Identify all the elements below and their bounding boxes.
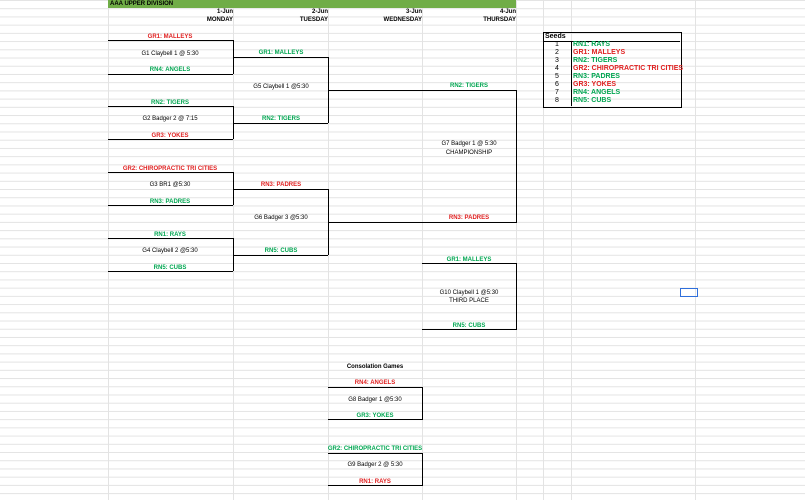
bracket-connector	[422, 453, 423, 486]
sheet-title: AAA UPPER DIVISION	[110, 1, 174, 7]
g5-game-info: G5 Claybell 1 @5:30	[253, 84, 309, 90]
seed-number: 1	[555, 41, 559, 48]
seed-team: RN5: CUBS	[573, 97, 612, 104]
seeds-table	[543, 32, 682, 108]
bracket-line	[108, 74, 233, 75]
g2-game-info: G2 Badger 2 @ 7:15	[142, 116, 198, 122]
g9-bottom-team: RN1: RAYS	[359, 479, 391, 485]
g5-bottom-team: RN2: TIGERS	[261, 116, 301, 122]
bracket-line	[108, 172, 233, 173]
bracket-line	[108, 205, 233, 206]
bracket-connector	[516, 90, 517, 223]
bracket-line	[108, 106, 233, 107]
column-divider	[543, 0, 544, 500]
seed-number: 7	[555, 89, 559, 96]
day-4-date: 4-Jun	[499, 9, 516, 15]
bracket-line	[233, 57, 328, 58]
g3-top-team: GR2: CHIROPRACTIC TRI CITIES	[122, 166, 218, 172]
seed-team: RN1: RAYS	[573, 41, 611, 48]
bracket-connector	[233, 106, 234, 139]
column-divider	[108, 0, 109, 500]
final-game-info: G7 Badger 1 @ 5:30	[441, 141, 497, 147]
bracket-line	[108, 238, 233, 239]
bracket-line	[328, 222, 517, 223]
bracket-line	[328, 90, 517, 91]
g1-top-team: GR1: MALLEYS	[147, 34, 193, 40]
third-game-info: G10 Claybell 1 @5:30	[439, 290, 499, 296]
g8-bottom-team: GR3: YOKES	[356, 413, 394, 419]
g9-game-info: G9 Badger 2 @ 5:30	[347, 462, 403, 468]
final-bottom-team: RN3: PADRES	[448, 215, 490, 221]
day-3-name: WEDNESDAY	[383, 17, 422, 23]
day-1-name: MONDAY	[206, 17, 233, 23]
bracket-line	[108, 271, 233, 272]
seeds-divider	[543, 41, 680, 42]
title-band	[108, 0, 516, 8]
bracket-line	[422, 263, 517, 264]
seed-team: GR2: CHIROPRACTIC TRI CITIES	[573, 65, 684, 72]
bracket-connector	[516, 263, 517, 330]
g9-top-team: GR2: CHIROPRACTIC TRI CITIES	[327, 446, 423, 452]
consolation-title: Consolation Games	[346, 364, 404, 370]
column-divider	[695, 0, 696, 500]
seed-team: RN2: TIGERS	[573, 57, 618, 64]
column-divider	[516, 0, 517, 500]
final-label: CHAMPIONSHIP	[445, 150, 493, 156]
bracket-line	[422, 329, 517, 330]
g6-game-info: G6 Badger 3 @5:30	[254, 215, 308, 221]
bracket-line	[233, 123, 328, 124]
bracket-connector	[233, 238, 234, 271]
selected-cell[interactable]	[680, 288, 698, 297]
seed-number: 6	[555, 81, 559, 88]
bracket-line	[328, 453, 423, 454]
bracket-connector	[422, 387, 423, 420]
bracket-line	[233, 255, 328, 256]
g1-game-info: G1 Claybell 1 @ 5:30	[141, 51, 199, 57]
seed-number: 3	[555, 57, 559, 64]
seed-number: 2	[555, 49, 559, 56]
day-1-date: 1-Jun	[216, 9, 233, 15]
g6-top-team: RN3: PADRES	[260, 182, 302, 188]
seed-team: RN3: PADRES	[573, 73, 620, 80]
bracket-line	[328, 485, 423, 486]
column-divider	[571, 0, 572, 500]
final-top-team: RN2: TIGERS	[449, 83, 489, 89]
seed-team: RN4: ANGELS	[573, 89, 621, 96]
third-top-team: GR1: MALLEYS	[446, 257, 492, 263]
column-divider	[422, 0, 423, 500]
g4-top-team: RN1: RAYS	[154, 232, 186, 238]
g5-top-team: GR1: MALLEYS	[258, 50, 304, 56]
bracket-line	[328, 419, 423, 420]
g4-bottom-team: RN5: CUBS	[153, 265, 187, 271]
day-3-date: 3-Jun	[405, 9, 422, 15]
seed-number: 8	[555, 97, 559, 104]
g6-bottom-team: RN5: CUBS	[264, 248, 298, 254]
g8-top-team: RN4: ANGELS	[354, 380, 396, 386]
seeds-title: Seeds	[545, 33, 566, 40]
bracket-line	[233, 189, 328, 190]
day-4-name: THURSDAY	[483, 17, 516, 23]
bracket-line	[108, 139, 233, 140]
g8-game-info: G8 Badger 1 @5:30	[348, 397, 402, 403]
bracket-line	[328, 387, 423, 388]
seed-number: 5	[555, 73, 559, 80]
g1-bottom-team: RN4: ANGELS	[149, 67, 191, 73]
seed-team: GR1: MALLEYS	[573, 49, 626, 56]
seed-number: 4	[555, 65, 559, 72]
g2-top-team: RN2: TIGERS	[150, 100, 190, 106]
g3-bottom-team: RN3: PADRES	[149, 199, 191, 205]
bracket-connector	[233, 172, 234, 205]
day-2-date: 2-Jun	[311, 9, 328, 15]
third-bottom-team: RN5: CUBS	[452, 323, 486, 329]
seeds-divider	[571, 41, 572, 106]
g3-game-info: G3 BR1 @5:30	[149, 182, 191, 188]
day-2-name: TUESDAY	[299, 17, 328, 23]
third-label: THIRD PLACE	[449, 298, 489, 304]
g4-game-info: G4 Claybell 2 @5:30	[142, 248, 198, 254]
seed-team: GR3: YOKES	[573, 81, 617, 88]
bracket-line	[108, 40, 233, 41]
g2-bottom-team: GR3: YOKES	[151, 133, 189, 139]
